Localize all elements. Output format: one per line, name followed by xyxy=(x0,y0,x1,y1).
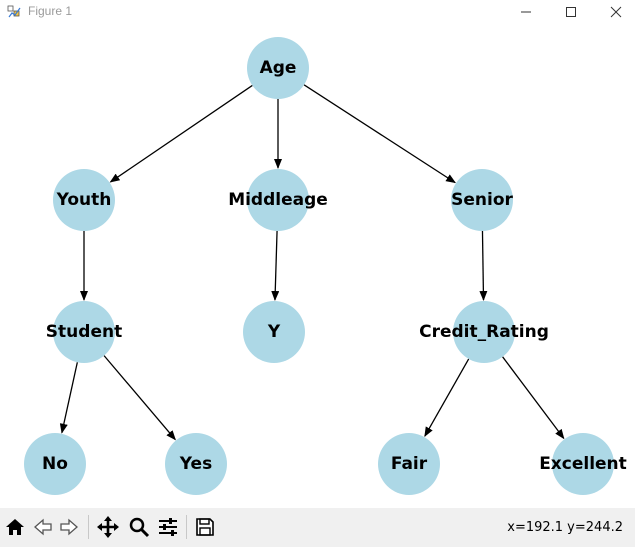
edge-age-senior xyxy=(303,84,456,184)
node-label: Senior xyxy=(451,190,513,210)
figure-app-icon xyxy=(7,5,21,18)
node-circle xyxy=(552,433,614,495)
node-excellent: Excellent xyxy=(539,433,627,495)
node-label: Student xyxy=(46,322,122,342)
edge-student-yes xyxy=(103,355,176,441)
node-fair: Fair xyxy=(378,433,440,495)
node-label: Age xyxy=(260,58,297,78)
window-titlebar: Figure 1 xyxy=(0,0,635,24)
configure-subplots-button[interactable] xyxy=(155,514,181,540)
node-label: Y xyxy=(267,322,281,342)
node-label: Youth xyxy=(56,190,112,210)
home-button[interactable] xyxy=(2,514,28,540)
node-middleage: Middleage xyxy=(228,169,328,231)
close-icon xyxy=(610,6,622,18)
maximize-icon xyxy=(566,7,576,17)
node-yes: Yes xyxy=(165,433,227,495)
cursor-coordinates: x=192.1 y=244.2 xyxy=(507,520,623,535)
node-label: Excellent xyxy=(539,454,627,474)
node-circle xyxy=(53,169,115,231)
node-label: Middleage xyxy=(228,190,328,210)
node-circle xyxy=(451,169,513,231)
node-circle xyxy=(243,301,305,363)
save-icon xyxy=(196,518,214,536)
home-icon xyxy=(6,519,24,535)
forward-button[interactable] xyxy=(56,514,82,540)
node-circle xyxy=(24,433,86,495)
zoom-button[interactable] xyxy=(126,514,152,540)
edge-credit-excellent xyxy=(502,356,565,440)
toolbar-separator xyxy=(186,515,187,539)
navigation-toolbar: x=192.1 y=244.2 xyxy=(0,508,635,547)
node-label: Fair xyxy=(391,454,428,474)
node-circle xyxy=(453,301,515,363)
forward-arrow-icon xyxy=(60,518,78,536)
back-button[interactable] xyxy=(30,514,56,540)
node-credit: Credit_Rating xyxy=(419,301,549,363)
node-senior: Senior xyxy=(451,169,513,231)
move-icon xyxy=(97,516,119,538)
node-student: Student xyxy=(46,301,122,363)
minimize-button[interactable] xyxy=(503,0,549,24)
node-circle xyxy=(165,433,227,495)
back-arrow-icon xyxy=(34,518,52,536)
edge-student-no xyxy=(59,362,78,434)
node-y: Y xyxy=(243,301,305,363)
node-label: Credit_Rating xyxy=(419,322,549,342)
node-circle xyxy=(53,301,115,363)
node-no: No xyxy=(24,433,86,495)
edge-senior-credit xyxy=(479,230,488,302)
minimize-icon xyxy=(521,11,531,13)
window-title: Figure 1 xyxy=(28,4,73,18)
edge-middleage-y xyxy=(271,230,280,302)
node-circle xyxy=(247,37,309,99)
zoom-icon xyxy=(129,517,150,538)
edge-credit-fair xyxy=(424,358,470,438)
edge-age-youth xyxy=(109,84,253,183)
save-button[interactable] xyxy=(192,514,218,540)
node-label: No xyxy=(42,454,68,474)
node-label: Yes xyxy=(179,454,212,474)
node-youth: Youth xyxy=(53,169,115,231)
pan-button[interactable] xyxy=(95,514,121,540)
node-age: Age xyxy=(247,37,309,99)
maximize-button[interactable] xyxy=(548,0,594,24)
node-circle xyxy=(247,169,309,231)
toolbar-separator xyxy=(88,515,89,539)
node-circle xyxy=(378,433,440,495)
close-button[interactable] xyxy=(593,0,635,24)
sliders-icon xyxy=(159,518,177,536)
